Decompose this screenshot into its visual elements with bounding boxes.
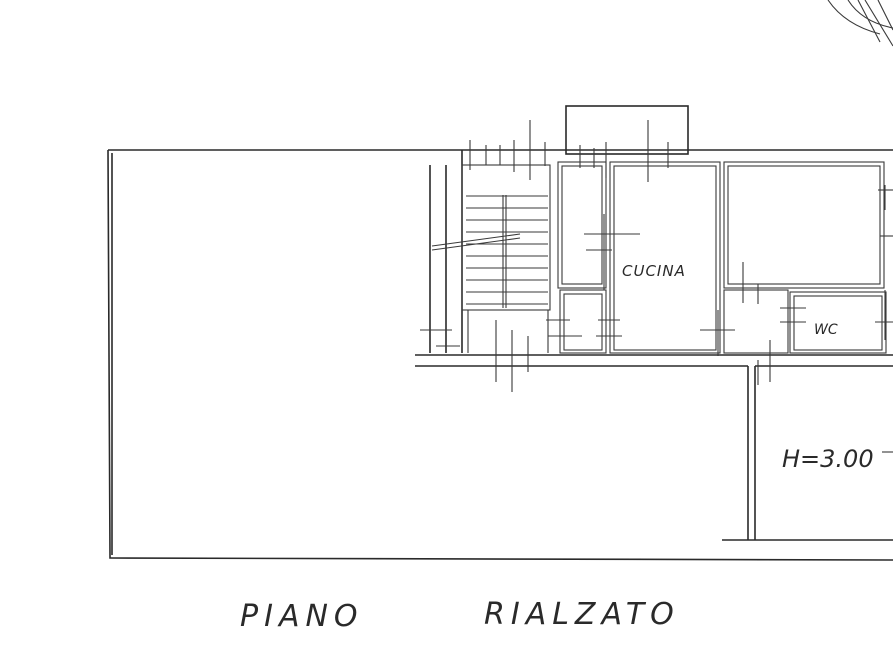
floor-title-word1: PIANO bbox=[240, 599, 364, 634]
kitchen-walls bbox=[609, 161, 721, 354]
ceiling-height-label: H=3.00 bbox=[782, 445, 874, 473]
bedroom-walls bbox=[723, 161, 885, 289]
door-openings bbox=[420, 120, 893, 453]
kitchen-label: CUCINA bbox=[622, 262, 686, 280]
wc-label: WC bbox=[814, 322, 838, 338]
compass-rose-fragment-icon bbox=[827, 0, 893, 47]
storage-rooms bbox=[557, 161, 607, 354]
outer-walls bbox=[107, 149, 893, 561]
balcony bbox=[565, 105, 689, 155]
stair-flight-icon bbox=[431, 164, 551, 353]
floor-title-word2: RIALZATO bbox=[484, 597, 680, 632]
